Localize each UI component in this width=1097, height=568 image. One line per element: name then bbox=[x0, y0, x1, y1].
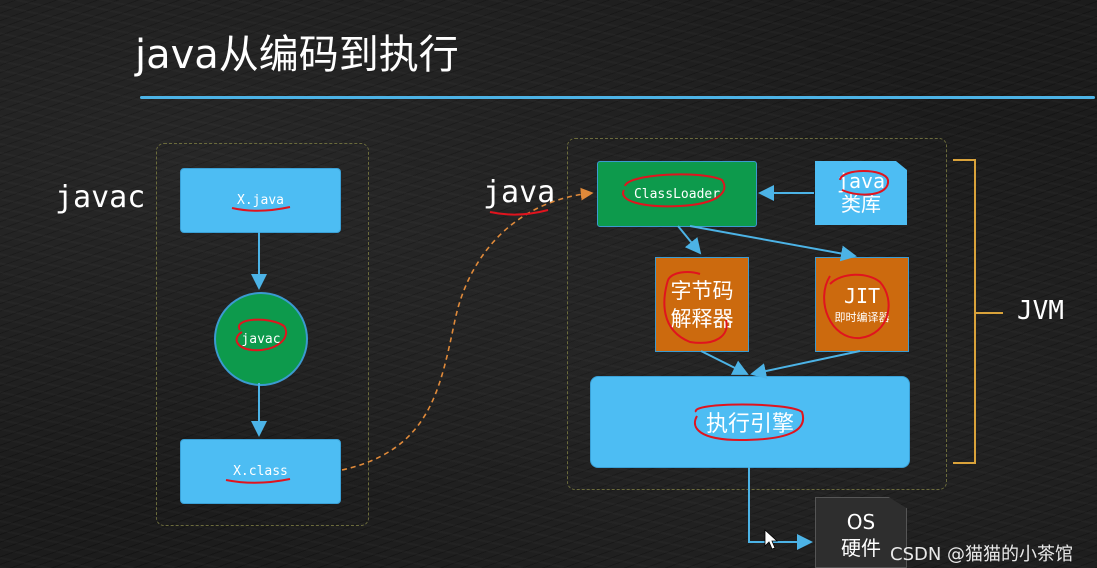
compile-region bbox=[156, 143, 369, 526]
arrow-engine-to-os bbox=[748, 467, 813, 550]
class-file-label: X.class bbox=[233, 464, 288, 479]
interpreter-line1: 字节码 bbox=[670, 278, 734, 303]
execution-engine-box: 执行引擎 bbox=[590, 376, 910, 468]
arrow-interpreter-to-engine bbox=[700, 350, 749, 375]
source-file-box: X.java bbox=[180, 168, 341, 233]
csdn-watermark: CSDN @猫猫的小茶馆 bbox=[890, 544, 1074, 565]
java-library-line1: java bbox=[836, 169, 886, 193]
cursor-icon bbox=[764, 529, 779, 550]
jvm-region bbox=[567, 138, 947, 490]
execution-engine-label: 执行引擎 bbox=[705, 412, 794, 437]
annotation-circle-jit bbox=[823, 273, 890, 340]
javac-compiler-node: javac bbox=[214, 292, 308, 386]
annotation-circle-engine bbox=[693, 403, 805, 442]
jit-compiler-box: JIT 即时编译器 bbox=[815, 257, 909, 352]
arrow-classloader-to-jit bbox=[689, 225, 857, 262]
classloader-label: ClassLoader bbox=[633, 186, 721, 202]
bytecode-interpreter-box: 字节码 解释器 bbox=[655, 257, 749, 352]
interpreter-line2: 解释器 bbox=[670, 306, 734, 331]
title-underline bbox=[140, 96, 1095, 99]
os-hardware-box: OS 硬件 bbox=[815, 497, 907, 568]
java-library-line2: 类库 bbox=[841, 192, 881, 216]
jvm-label: JVM bbox=[1017, 296, 1064, 326]
annotation-underline-xjava bbox=[231, 206, 291, 212]
jvm-bracket bbox=[953, 159, 976, 464]
os-line2: 硬件 bbox=[841, 536, 881, 560]
source-file-label: X.java bbox=[237, 193, 284, 208]
jit-line2: 即时编译器 bbox=[834, 310, 890, 324]
arrow-class-to-classloader bbox=[341, 187, 594, 471]
annotation-underline-xclass bbox=[225, 478, 291, 484]
annotation-circle-javalib bbox=[839, 170, 890, 196]
java-command-label: java bbox=[483, 175, 556, 210]
annotation-underline-java bbox=[489, 209, 549, 216]
javac-compiler-label: javac bbox=[241, 331, 281, 347]
arrow-jit-to-engine bbox=[750, 350, 861, 379]
os-line1: OS bbox=[846, 510, 876, 534]
javac-label: javac bbox=[55, 180, 146, 215]
annotation-circle-interpreter bbox=[663, 271, 728, 344]
arrow-classloader-to-interpreter bbox=[677, 225, 702, 255]
jit-line1: JIT bbox=[843, 283, 881, 308]
annotation-circle-classloader bbox=[622, 173, 726, 208]
annotation-circle-javac bbox=[235, 318, 287, 352]
page-title: java从编码到执行 bbox=[135, 32, 459, 78]
class-file-box: X.class bbox=[180, 439, 341, 504]
